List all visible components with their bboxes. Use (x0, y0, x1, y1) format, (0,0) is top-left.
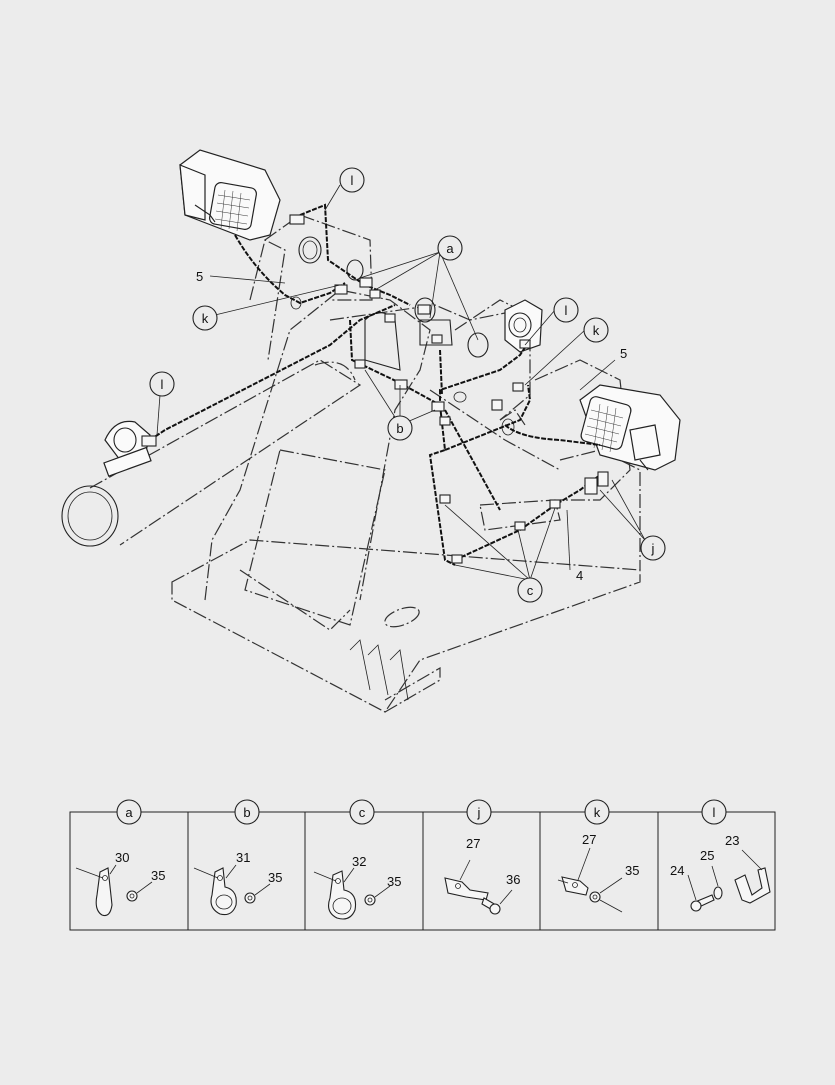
p-clamp-32 (328, 870, 357, 920)
part-36: 36 (506, 872, 520, 887)
right-work-lamp (579, 384, 681, 471)
callout-label: b (396, 421, 403, 436)
detail-b: b 31 35 (193, 799, 282, 916)
callout-label: c (527, 583, 534, 598)
part-35: 35 (625, 863, 639, 878)
detail-letter: k (594, 805, 601, 820)
p-clamp-30 (95, 867, 113, 917)
item-number-5-right: 5 (620, 346, 627, 361)
callout-j: j (640, 535, 666, 561)
callout-label: k (593, 323, 600, 338)
part-27: 27 (466, 836, 480, 851)
washer-25 (713, 886, 723, 900)
callout-l-right: l (553, 297, 579, 323)
part-35: 35 (387, 874, 401, 889)
detail-k: k 27 35 (557, 799, 639, 913)
callout-label: l (351, 173, 354, 188)
bracket-27 (561, 876, 589, 896)
detail-a: a 30 35 (75, 799, 165, 917)
rear-lamp-right (504, 299, 543, 353)
part-27: 27 (582, 832, 596, 847)
callout-l-top: l (339, 167, 365, 193)
leader-lines (156, 184, 646, 581)
callout-label: a (446, 241, 454, 256)
part-35: 35 (268, 870, 282, 885)
detail-c: c 32 35 (313, 799, 401, 920)
part-32: 32 (352, 854, 366, 869)
callout-c: c (517, 577, 543, 603)
callout-a: a (437, 235, 463, 261)
part-31: 31 (236, 850, 250, 865)
part-35: 35 (151, 868, 165, 883)
callout-k-left: k (192, 305, 218, 331)
part-30: 30 (115, 850, 129, 865)
item-number-4: 4 (576, 568, 583, 583)
loader-frame (61, 214, 641, 713)
detail-letter: b (243, 805, 250, 820)
part-24: 24 (670, 863, 684, 878)
callout-label: l (565, 303, 568, 318)
item-number-5-left: 5 (196, 269, 203, 284)
callout-k-right: k (583, 317, 609, 343)
bracket-27 (444, 877, 489, 901)
detail-letter: l (713, 805, 716, 820)
detail-table (69, 811, 776, 931)
detail-l: l 23 24 25 (670, 799, 771, 912)
left-work-lamp (179, 149, 281, 241)
bracket-23 (734, 867, 771, 904)
part-25: 25 (700, 848, 714, 863)
callout-label: k (202, 311, 209, 326)
detail-letter: a (125, 805, 133, 820)
tube-end (61, 485, 119, 547)
callout-b: b (387, 415, 413, 441)
harness-clamps (141, 214, 609, 564)
rear-lamp-left (103, 420, 152, 477)
part-23: 23 (725, 833, 739, 848)
detail-letter: j (477, 805, 481, 820)
p-clamp-31 (210, 867, 237, 916)
callout-l-left: l (149, 371, 175, 397)
detail-j: j 27 36 (444, 799, 520, 915)
callout-label: j (651, 541, 655, 556)
callout-label: l (161, 377, 164, 392)
detail-letter: c (359, 805, 366, 820)
